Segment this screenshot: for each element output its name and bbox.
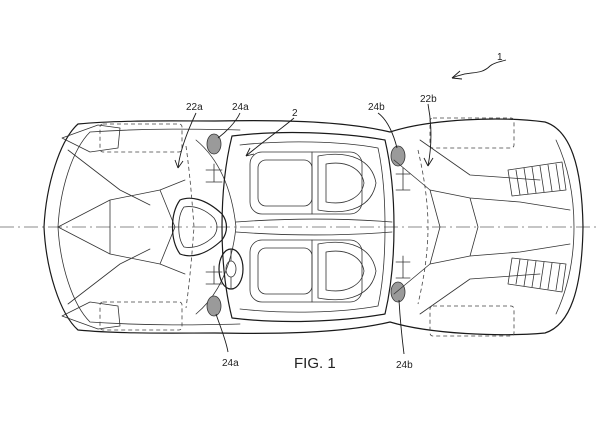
rear-structure-outline — [417, 149, 429, 305]
label-2: 2 — [292, 108, 298, 119]
leader-22b — [427, 103, 432, 167]
leader-24a-bottom — [215, 313, 229, 353]
label-24a-bottom: 24a — [222, 358, 239, 369]
rear-vent-bottom — [507, 257, 567, 293]
speaker-24a-bottom — [206, 295, 222, 317]
label-22a: 22a — [186, 102, 203, 113]
rear-wheel-top — [429, 117, 515, 149]
leader-24b-top — [377, 112, 398, 149]
leader-22a — [177, 112, 197, 169]
rear-mount-bottom — [395, 255, 411, 279]
windshield-frame — [195, 139, 237, 315]
steering-wheel — [218, 248, 244, 290]
front-left-headlight — [61, 124, 121, 153]
rear-deck-lines — [393, 139, 571, 315]
rear-tail — [555, 139, 575, 315]
leader-24b-bottom — [398, 299, 405, 355]
label-24b-bottom: 24b — [396, 360, 413, 371]
leader-22a-arrow — [174, 159, 184, 169]
leader-24a-top — [217, 112, 241, 139]
passenger-seat — [249, 151, 377, 215]
cockpit-outline — [221, 131, 395, 323]
leader-22b-arrow — [423, 157, 434, 167]
dashboard-inner — [178, 206, 218, 248]
label-24b-top: 24b — [368, 102, 385, 113]
speaker-24b-bottom — [390, 281, 406, 303]
car-body-outline — [43, 118, 584, 336]
body-inner-line — [57, 128, 241, 326]
label-22b: 22b — [420, 94, 437, 105]
center-tunnel — [235, 218, 393, 236]
speaker-24b-top — [390, 145, 406, 167]
label-24a-top: 24a — [232, 102, 249, 113]
leader-2 — [245, 117, 295, 157]
speaker-24a-top — [206, 133, 222, 155]
front-wheel-top — [99, 123, 183, 153]
leader-2-arrow — [245, 147, 255, 157]
front-mount-bottom — [205, 265, 223, 285]
rear-mount-top — [395, 167, 411, 191]
cockpit-inner — [239, 141, 386, 313]
label-1: 1 — [497, 52, 503, 63]
front-hood-lines — [57, 149, 186, 305]
front-wheel-bottom — [99, 301, 183, 331]
leader-1 — [451, 59, 507, 79]
leader-1-arrow — [451, 70, 463, 80]
figure-caption: FIG. 1 — [294, 355, 336, 372]
front-right-headlight — [61, 301, 121, 330]
driver-seat — [249, 239, 377, 303]
front-mount-top — [205, 163, 223, 183]
rear-wheel-bottom — [429, 305, 515, 337]
rear-vent-top — [507, 161, 567, 197]
